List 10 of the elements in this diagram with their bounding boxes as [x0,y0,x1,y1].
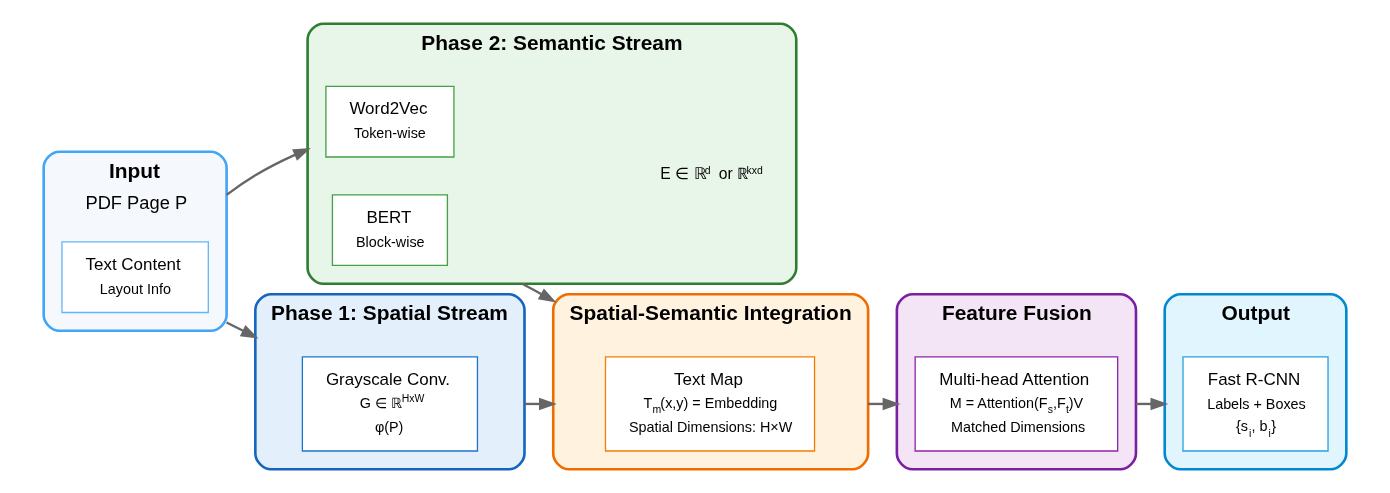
arrow [521,282,557,303]
node-box: Text Content Layout Info [61,241,209,314]
node-box: BERT Block-wise [331,194,449,267]
arrow [225,147,311,196]
node-box: Word2Vec Token-wise [325,85,455,158]
node-box: Multi-head Attention M = Attention(F$_{s}$,F$_{t}$)V Matched Dimensions [914,356,1119,452]
arrow [226,321,259,339]
node-box: Fast R-CNN Labels + Boxes {s$_{i}$, b$_{i}$} [1182,356,1329,452]
node-box: Grayscale Conv. G ∈ ℝ$^{HxW}$ φ(P) [301,356,479,452]
node-box: Text Map T$_{m}$(x,y) = Embedding Spatial Dimensions: H×W [604,356,816,452]
